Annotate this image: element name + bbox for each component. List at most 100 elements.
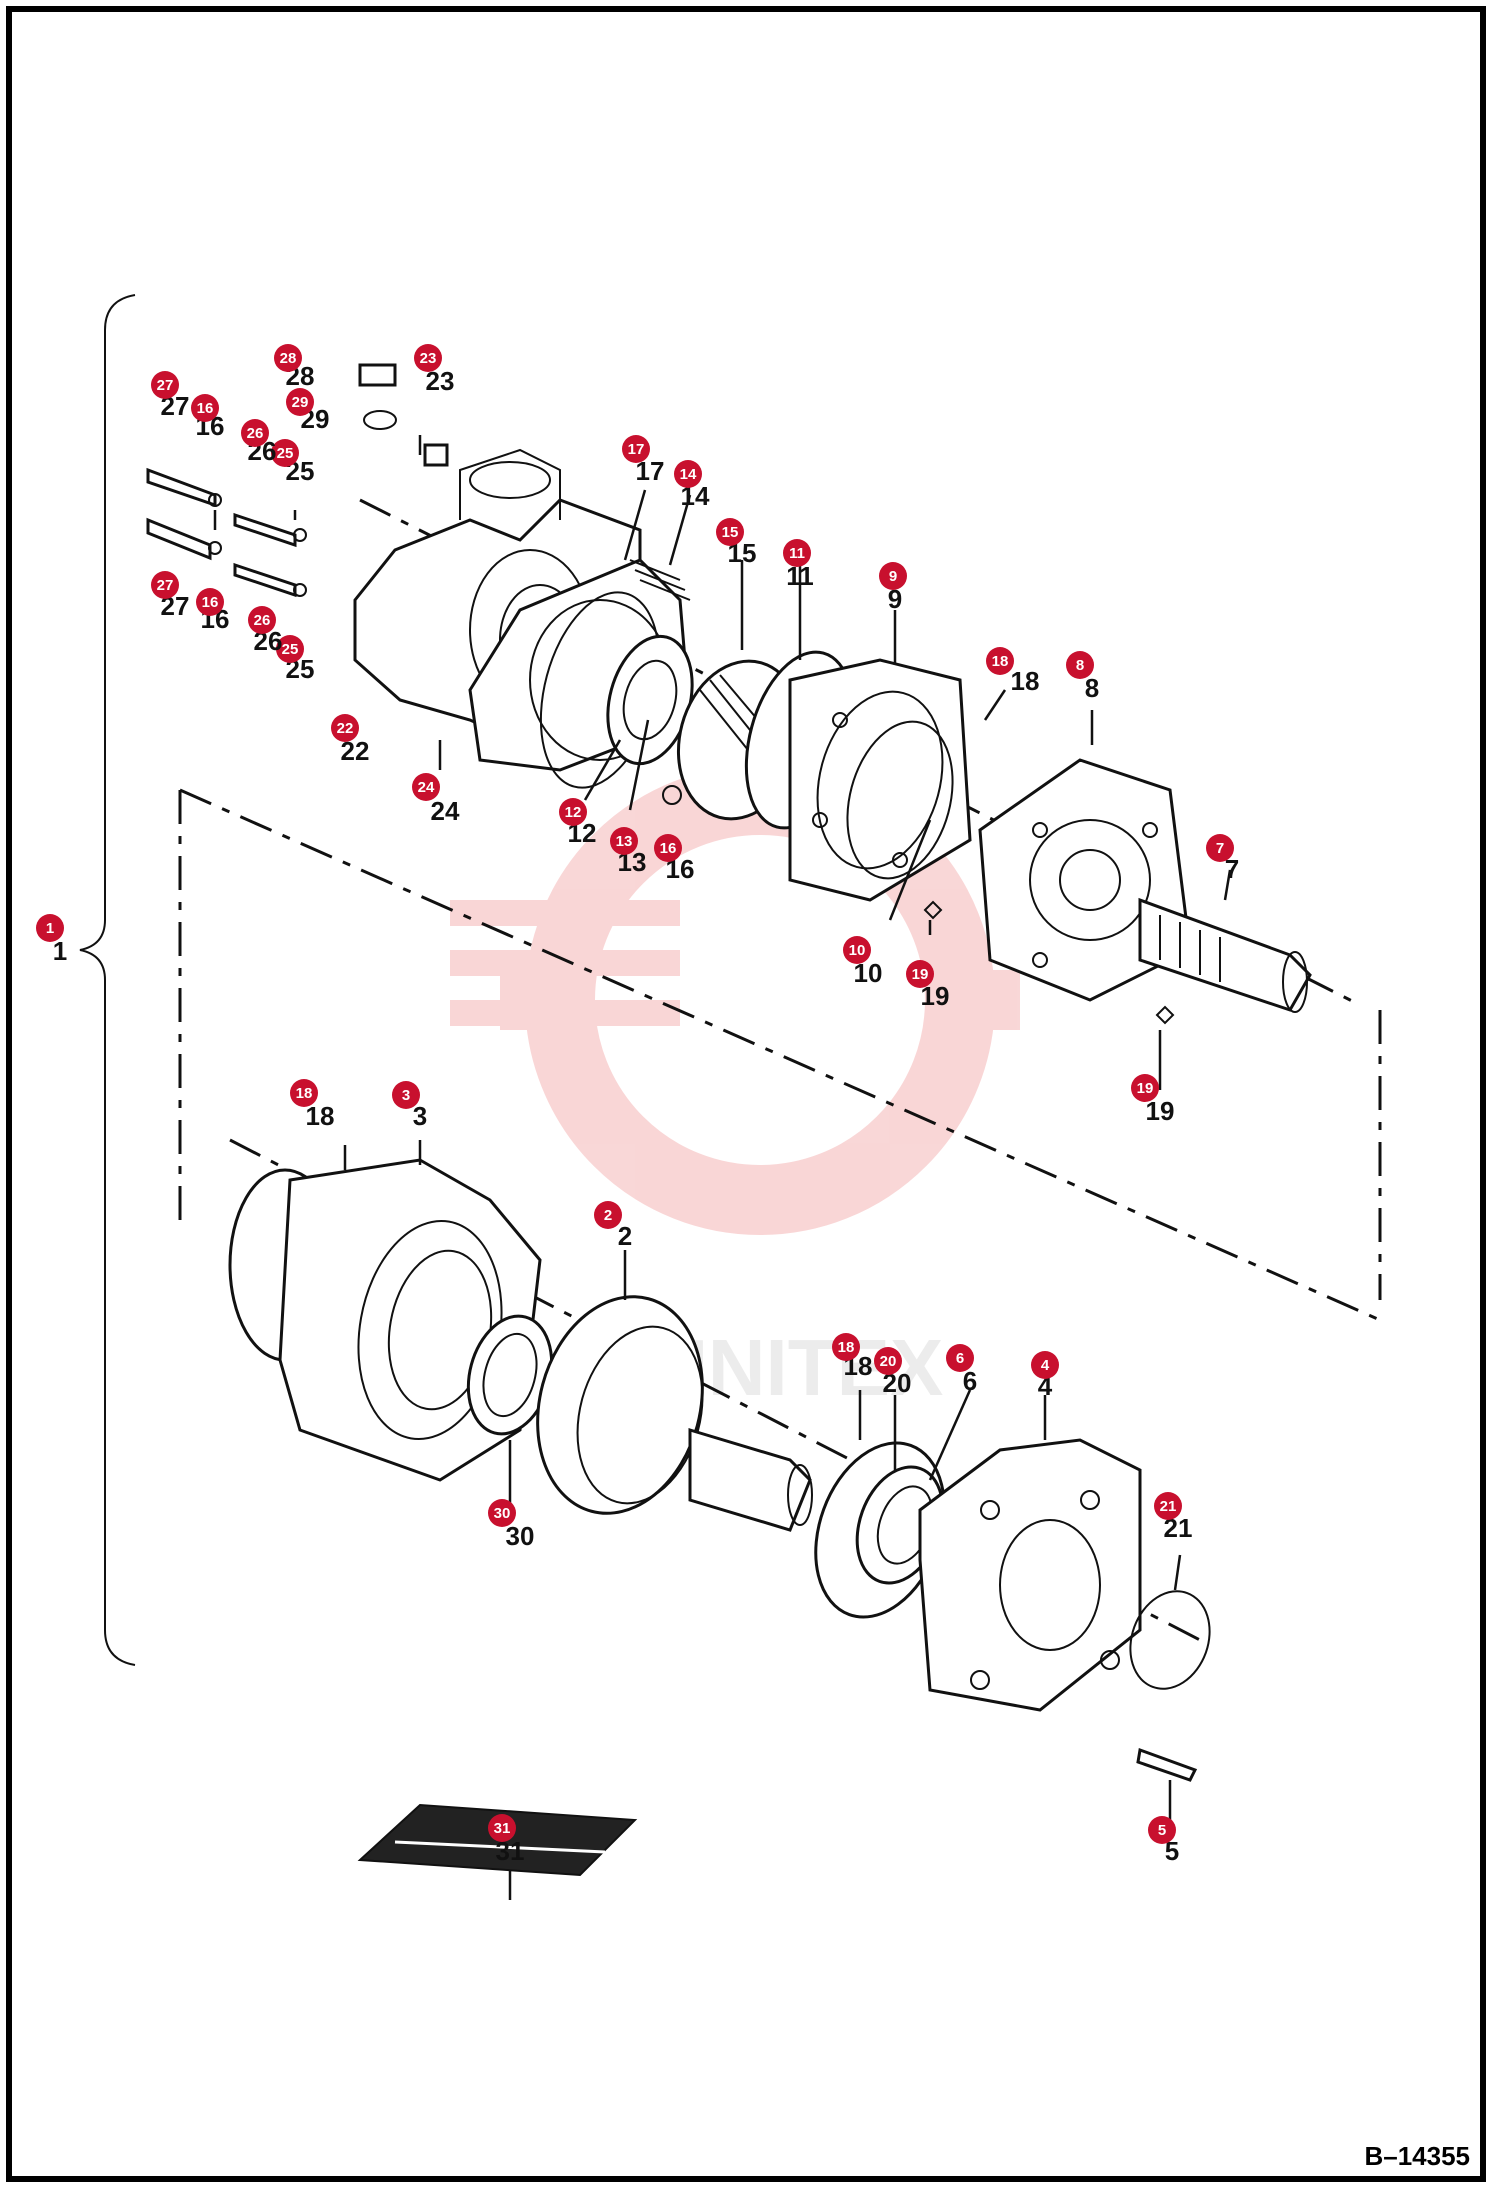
part-badge-circle	[241, 419, 269, 447]
part-number-p18a: 18	[1011, 666, 1040, 696]
part-badge-number: 4	[1041, 1357, 1050, 1374]
part-badge-circle	[248, 606, 276, 634]
part-number-labels: 1122334455667788991010111112121313141415…	[36, 344, 1239, 1866]
part-badge-p18b[interactable]: 18	[290, 1079, 318, 1107]
part-badge-number: 10	[849, 942, 866, 959]
part-badge-number: 26	[247, 425, 264, 442]
part-badge-number: 5	[1158, 1822, 1166, 1839]
part-badge-p13[interactable]: 13	[610, 827, 638, 855]
part-badge-circle	[946, 1344, 974, 1372]
part-badge-p25a[interactable]: 25	[271, 439, 299, 467]
part-badge-circle	[286, 388, 314, 416]
part-badge-p31[interactable]: 31	[488, 1814, 516, 1842]
part-badge-p12[interactable]: 12	[559, 798, 587, 826]
part-badge-circle	[594, 1201, 622, 1229]
part-badge-circle	[488, 1814, 516, 1842]
part-badge-p16c[interactable]: 16	[654, 834, 682, 862]
part-badge-p26b[interactable]: 26	[248, 606, 276, 634]
part-badge-p18a[interactable]: 18	[986, 647, 1014, 675]
part-badge-p11[interactable]: 11	[783, 539, 811, 567]
part-number-p19b: 19	[1146, 1096, 1175, 1126]
part-badge-p27a[interactable]: 27	[151, 371, 179, 399]
part-badge-p7[interactable]: 7	[1206, 834, 1234, 862]
part-badge-circle	[290, 1079, 318, 1107]
part-badge-number: 18	[296, 1085, 313, 1102]
part-badge-number: 26	[254, 612, 271, 629]
part-badge-p19a[interactable]: 19	[906, 960, 934, 988]
part-number-p8: 8	[1085, 673, 1099, 703]
part-badge-number: 18	[838, 1339, 855, 1356]
part-badge-p21[interactable]: 21	[1154, 1492, 1182, 1520]
plug-28	[358, 363, 397, 430]
part-badge-p16a[interactable]: 16	[191, 394, 219, 422]
part-badge-circle	[986, 647, 1014, 675]
diagram-frame	[6, 6, 1486, 2182]
part-badge-circle	[1206, 834, 1234, 862]
part-badge-p18c[interactable]: 18	[832, 1333, 860, 1361]
part-badge-circle	[559, 798, 587, 826]
part-badge-circle	[1131, 1074, 1159, 1102]
part-badge-p14[interactable]: 14	[674, 460, 702, 488]
part-number-p3: 3	[413, 1101, 427, 1131]
fitting-23	[423, 443, 449, 467]
part-badge-circle	[414, 344, 442, 372]
part-badge-circle	[488, 1499, 516, 1527]
part-badge-p28[interactable]: 28	[274, 344, 302, 372]
part-badge-number: 25	[277, 445, 294, 462]
part-badge-circle	[874, 1347, 902, 1375]
part-badge-p22[interactable]: 22	[331, 714, 359, 742]
axis-connector-diagonal	[179, 788, 1381, 1322]
part-badge-p24[interactable]: 24	[412, 773, 440, 801]
cover-4	[918, 1438, 1142, 1712]
part-badge-p23[interactable]: 23	[414, 344, 442, 372]
part-badge-p5[interactable]: 5	[1148, 1816, 1176, 1844]
part-badge-p15[interactable]: 15	[716, 518, 744, 546]
part-badge-circle	[783, 539, 811, 567]
part-badge-number: 16	[197, 400, 214, 417]
part-badge-p10[interactable]: 10	[843, 936, 871, 964]
part-badge-p1[interactable]: 1	[36, 914, 64, 942]
part-badge-number: 24	[418, 779, 435, 796]
output-shaft-7	[1138, 897, 1312, 1013]
part-badge-p6[interactable]: 6	[946, 1344, 974, 1372]
part-badge-number: 19	[912, 966, 929, 983]
part-badge-number: 1	[46, 920, 54, 937]
part-badge-circle	[1154, 1492, 1182, 1520]
part-badge-circle	[654, 834, 682, 862]
part-badge-p26a[interactable]: 26	[241, 419, 269, 447]
part-badge-circle	[610, 827, 638, 855]
part-badge-p9[interactable]: 9	[879, 562, 907, 590]
part-badge-number: 19	[1137, 1080, 1154, 1097]
part-badge-p19b[interactable]: 19	[1131, 1074, 1159, 1102]
part-badge-circle	[151, 371, 179, 399]
part-badge-number: 28	[280, 350, 297, 367]
part-badge-p17[interactable]: 17	[622, 435, 650, 463]
part-badge-number: 31	[494, 1820, 511, 1837]
part-badge-circle	[276, 635, 304, 663]
part-badge-p29[interactable]: 29	[286, 388, 314, 416]
part-badge-circle	[271, 439, 299, 467]
part-badge-circle	[1066, 651, 1094, 679]
part-badge-circle	[392, 1081, 420, 1109]
part-badge-p3[interactable]: 3	[392, 1081, 420, 1109]
part-badge-p25b[interactable]: 25	[276, 635, 304, 663]
part-badge-p30[interactable]: 30	[488, 1499, 516, 1527]
part-badge-p20[interactable]: 20	[874, 1347, 902, 1375]
part-badge-p2[interactable]: 2	[594, 1201, 622, 1229]
part-number-p9: 9	[888, 584, 902, 614]
assembly-bracket	[79, 294, 136, 1666]
part-badge-circle	[331, 714, 359, 742]
part-badge-p16b[interactable]: 16	[196, 588, 224, 616]
part-badge-p4[interactable]: 4	[1031, 1351, 1059, 1379]
part-badge-circle	[674, 460, 702, 488]
part-badge-circle	[716, 518, 744, 546]
part-badge-circle	[196, 588, 224, 616]
part-badge-circle	[274, 344, 302, 372]
part-badge-circle	[1031, 1351, 1059, 1379]
part-badge-p8[interactable]: 8	[1066, 651, 1094, 679]
part-badge-p27b[interactable]: 27	[151, 571, 179, 599]
part-badge-number: 8	[1076, 657, 1084, 674]
bearing-hub-2	[536, 1295, 813, 1532]
manifold-9	[788, 658, 972, 902]
